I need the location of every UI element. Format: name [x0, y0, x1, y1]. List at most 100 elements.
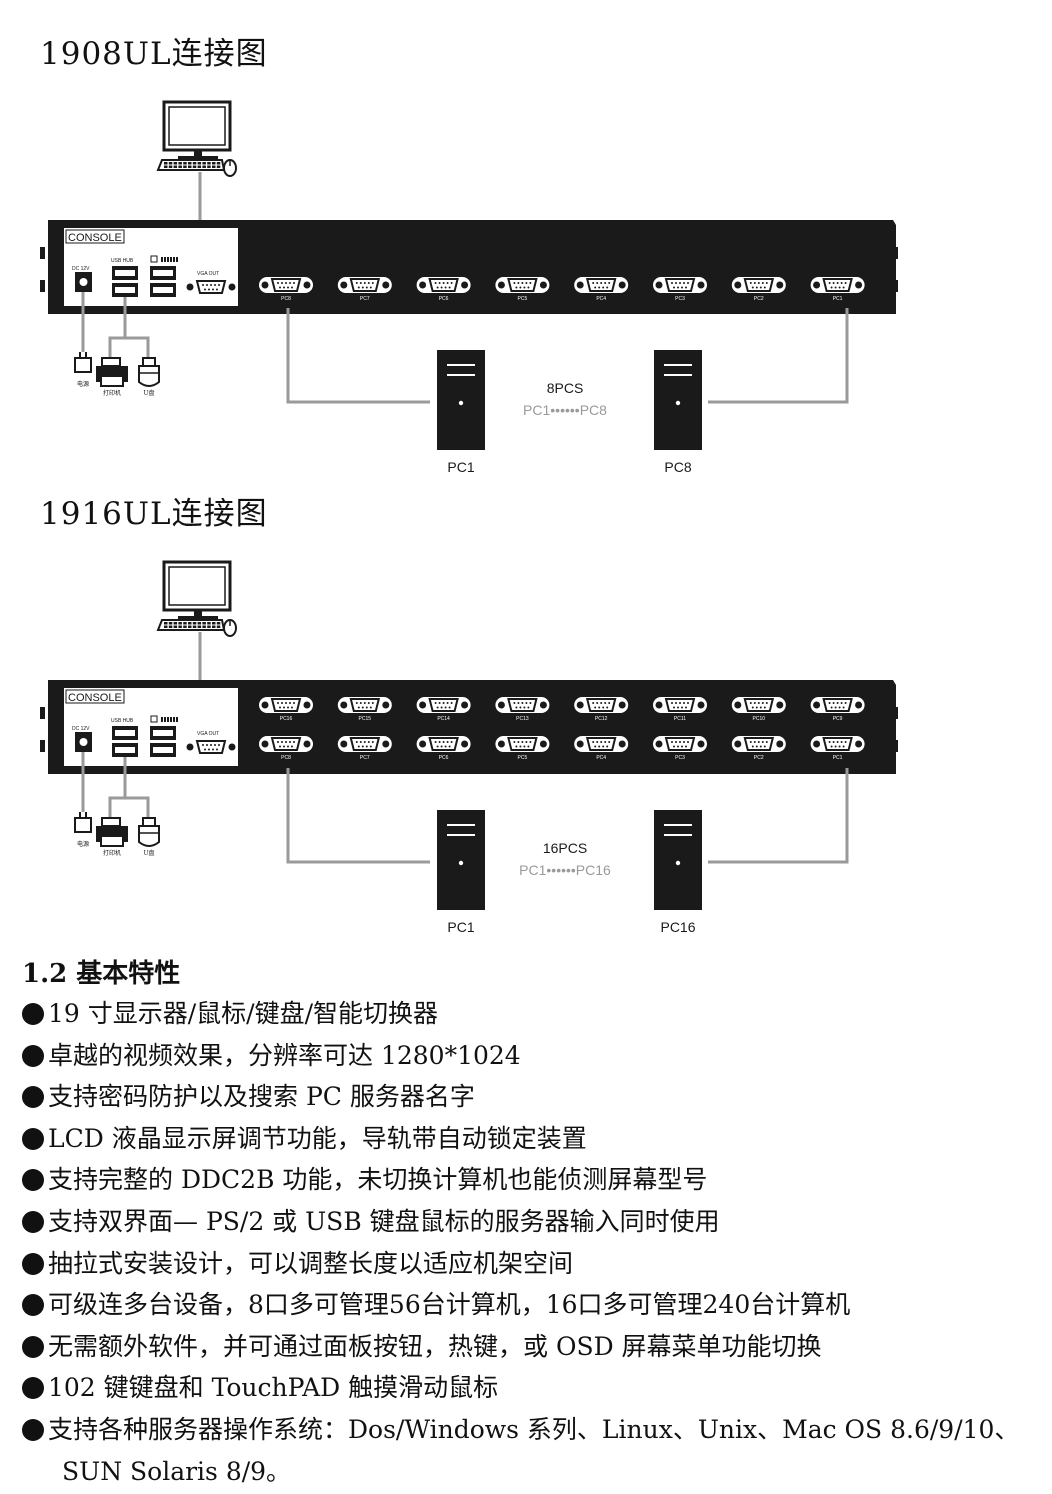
usb-port-icon [112, 726, 138, 740]
power-plug-icon [74, 352, 92, 373]
pc-port-pc10 [731, 697, 786, 713]
port-label: PC1 [833, 755, 843, 761]
power-plug-icon [74, 812, 92, 833]
bullet-icon [22, 1169, 44, 1192]
pc-port-pc16 [259, 697, 313, 713]
feature-item: 102 键键盘和 TouchPAD 触摸滑动鼠标 [22, 1367, 1019, 1409]
left-pc-label: PC1 [447, 919, 474, 935]
bullet-icon [22, 1003, 44, 1025]
rack-ear [40, 707, 45, 719]
pc-port-pc5 [495, 277, 550, 293]
port-label: PC5 [518, 755, 528, 761]
right-pc-label: PC16 [660, 919, 695, 935]
feature-text: LCD 液晶显示屏调节功能，导轨带自动锁定装置 [48, 1123, 587, 1153]
udisk-label: U盘 [143, 849, 154, 857]
pc-port-pc1 [810, 736, 865, 752]
pc-last-cable [708, 768, 849, 864]
printer-label: 打印机 [103, 849, 121, 857]
pc-port-pc9 [810, 697, 865, 713]
usb-port-icon [150, 266, 176, 280]
feature-text: 抽拉式安装设计，可以调整长度以适应机架空间 [48, 1248, 574, 1278]
port-label: PC10 [753, 716, 766, 722]
right-pc-label: PC8 [664, 459, 691, 475]
port-label: PC6 [439, 755, 449, 761]
bullet-icon [22, 1294, 44, 1317]
feature-text: 19 寸显示器/鼠标/键盘/智能切换器 [48, 999, 439, 1028]
pc-port-pc12 [574, 697, 629, 713]
feature-list: 19 寸显示器/鼠标/键盘/智能切换器卓越的视频效果，分辨率可达 1280*10… [22, 993, 1019, 1492]
pc-port-pc4 [574, 277, 629, 293]
section-title: 1.2 基本特性 [22, 959, 181, 989]
pc-count-label: 16PCS [543, 840, 587, 856]
pc-port-pc13 [495, 697, 550, 713]
feature-text: 支持密码防护以及搜索 PC 服务器名字 [48, 1082, 475, 1112]
console-label: CONSOLE [65, 689, 125, 704]
pc-port-pc3 [653, 277, 707, 293]
pc-port-pc3 [653, 736, 707, 752]
usb-drive-icon [138, 817, 160, 847]
bullet-icon [22, 1127, 44, 1150]
pc-port-pc11 [653, 697, 707, 713]
vga-out-port [184, 279, 238, 295]
feature-text: 支持各种服务器操作系统：Dos/Windows 系列、Linux、Unix、Ma… [48, 1414, 1020, 1444]
port-label: PC6 [439, 296, 449, 302]
usb-hub-label: USB HUB [111, 718, 134, 724]
usb-port-icon [112, 283, 138, 297]
printer-icon [96, 357, 128, 387]
pc-port-pc2 [731, 277, 786, 293]
usb-split-cable [108, 336, 150, 358]
monitor-icon [162, 100, 232, 160]
pc-port-pc15 [337, 697, 392, 713]
dc-label: DC 12V [72, 266, 90, 272]
feature-text: 无需额外软件，并可通过面板按钮，热键，或 OSD 屏幕菜单功能切换 [48, 1331, 822, 1361]
rack-ear [40, 280, 45, 292]
port-label: PC3 [675, 755, 685, 761]
dc-label: DC 12V [72, 726, 90, 732]
port-label: PC16 [280, 716, 293, 722]
feature-text: 102 键键盘和 TouchPAD 触摸滑动鼠标 [48, 1373, 499, 1403]
power-label: 电源 [77, 840, 89, 848]
bullet-icon [22, 1086, 44, 1109]
port-label: PC8 [281, 755, 291, 761]
feature-text: 支持双界面— PS/2 或 USB 键盘鼠标的服务器输入同时使用 [48, 1206, 720, 1236]
pc-count-label: 8PCS [547, 380, 584, 396]
feature-item: 卓越的视频效果，分辨率可达 1280*1024 [22, 1035, 1019, 1077]
feature-text: 支持完整的 DDC2B 功能，未切换计算机也能侦测屏幕型号 [48, 1165, 708, 1195]
bullet-icon [22, 1044, 44, 1067]
feature-item: 支持双界面— PS/2 或 USB 键盘鼠标的服务器输入同时使用 [22, 1201, 1019, 1243]
rack-ear [40, 740, 45, 752]
feature-continuation: SUN Solaris 8/9。 [62, 1456, 292, 1486]
port-label: PC14 [437, 716, 450, 722]
pc-last-tower-icon [654, 350, 702, 450]
port-label: PC3 [675, 296, 685, 302]
svg-text:CONSOLE: CONSOLE [68, 692, 122, 704]
mouse-icon [223, 619, 237, 637]
feature-item: 19 寸显示器/鼠标/键盘/智能切换器 [22, 993, 1019, 1035]
pc-port-pc7 [337, 277, 392, 293]
pc-last-tower-icon [654, 810, 702, 910]
pc-port-pc2 [731, 736, 786, 752]
usb-port-icon [150, 743, 176, 757]
usb-split-cable [108, 796, 150, 818]
pc-range-label: PC1••••••PC8 [523, 402, 607, 418]
left-pc-label: PC1 [447, 459, 474, 475]
vga-label: VGA OUT [197, 731, 219, 737]
port-label: PC12 [595, 716, 608, 722]
lock-icon [150, 255, 158, 263]
feature-item: 支持密码防护以及搜索 PC 服务器名字 [22, 1076, 1019, 1118]
power-label: 电源 [77, 380, 89, 388]
port-label: PC7 [360, 296, 370, 302]
bullet-icon [22, 1418, 44, 1441]
pc1-tower-icon [437, 810, 485, 910]
lock-icon [150, 715, 158, 723]
mouse-icon [223, 159, 237, 177]
pc1-cable [286, 768, 430, 864]
pc-port-pc6 [416, 277, 471, 293]
feature-item: 支持各种服务器操作系统：Dos/Windows 系列、Linux、Unix、Ma… [22, 1409, 1019, 1451]
usb-port-icon [150, 283, 176, 297]
feature-item: 无需额外软件，并可通过面板按钮，热键，或 OSD 屏幕菜单功能切换 [22, 1326, 1019, 1368]
port-label: PC4 [596, 296, 606, 302]
feature-text: 卓越的视频效果，分辨率可达 1280*1024 [48, 1040, 521, 1070]
usb-port-icon [112, 743, 138, 757]
